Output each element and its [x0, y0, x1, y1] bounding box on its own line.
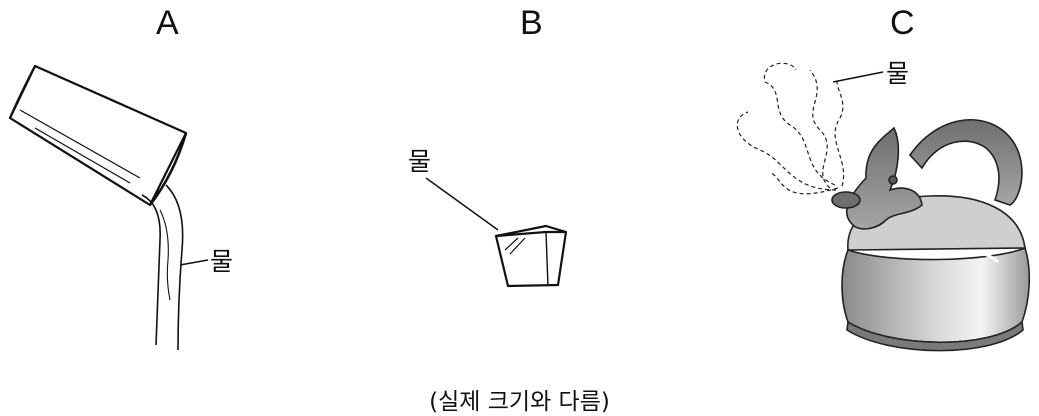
water-label-a: 물 — [210, 247, 233, 276]
pouring-cup-icon — [8, 64, 188, 207]
panel-b: B 물 — [350, 0, 690, 370]
kettle-icon — [831, 119, 1031, 352]
ice-cube-figure: B 물 — [408, 4, 568, 288]
water-stream — [141, 184, 184, 351]
water-label-c: 물 — [886, 59, 909, 88]
panel-c: C 물 — [690, 0, 1039, 370]
ice-cube-icon — [494, 224, 568, 288]
caption: (실제 크기와 다름) — [429, 389, 610, 415]
kettle-figure: C 물 — [736, 4, 1031, 352]
panel-a: A 물 — [0, 0, 340, 370]
steam-icon — [736, 62, 845, 195]
water-label-b: 물 — [408, 147, 431, 176]
label-leader-b — [425, 177, 499, 231]
panel-letter-a: A — [156, 4, 179, 42]
pouring-water-figure: A 물 — [8, 4, 233, 351]
panel-letter-c: C — [890, 4, 915, 42]
panel-letter-b: B — [520, 4, 543, 42]
label-leader-a — [179, 259, 209, 266]
label-leader-c — [832, 71, 884, 83]
